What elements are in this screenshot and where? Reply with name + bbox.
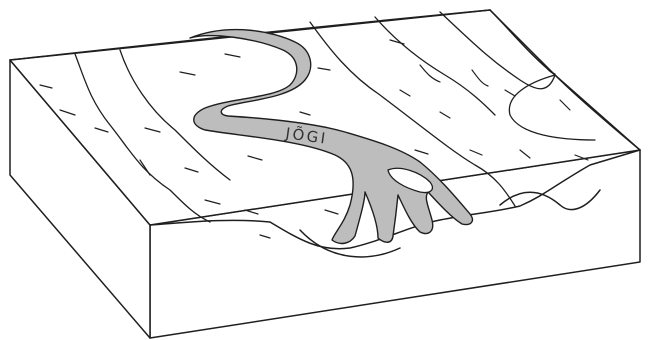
- river-delta-block-diagram: JÕGI: [0, 0, 650, 340]
